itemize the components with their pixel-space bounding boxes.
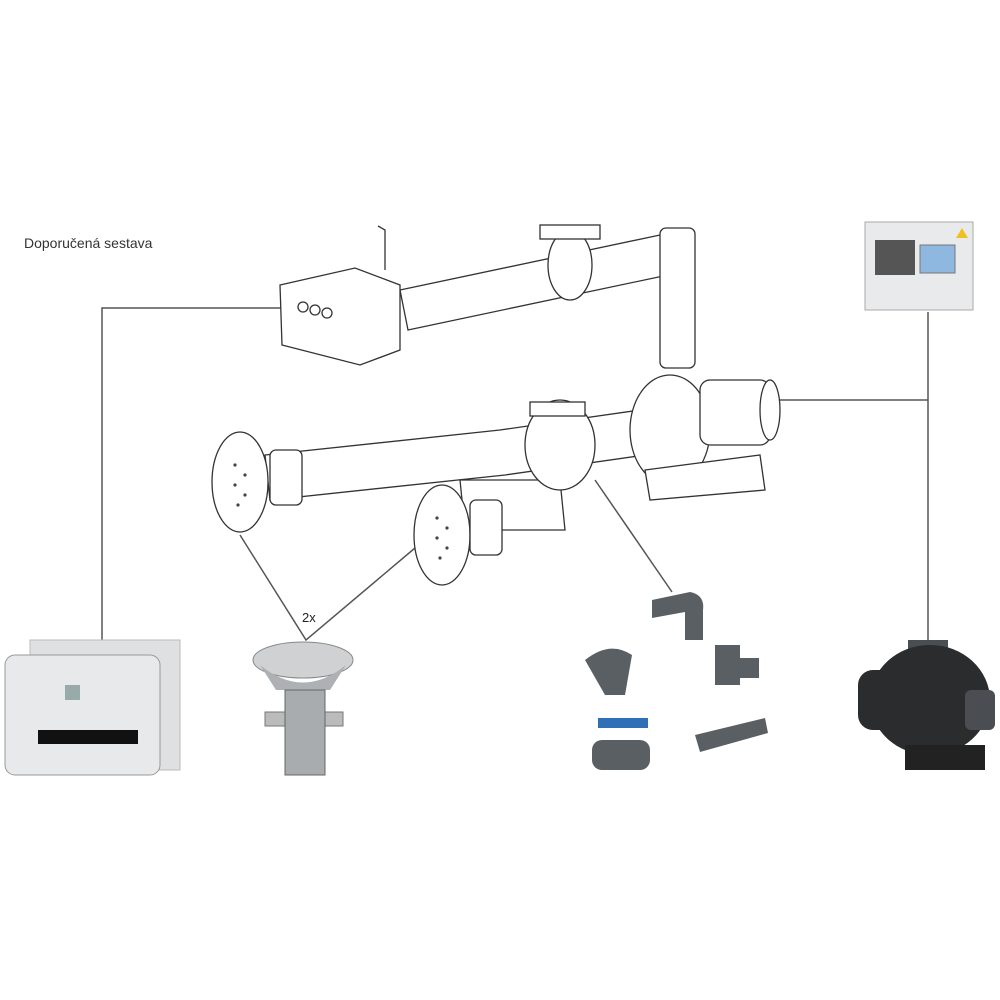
jet-nozzle-right-drawing: [413, 484, 471, 586]
connector-lines: [101, 307, 929, 645]
control-unit-drawing: [279, 267, 401, 366]
piping-line-art: [211, 224, 781, 586]
connector-fittings: [594, 479, 673, 593]
warning-icon: [956, 228, 968, 238]
upper-valve-handle: [539, 224, 601, 240]
pvc-pipe: [695, 718, 768, 752]
lower-valve-handle: [529, 401, 586, 417]
pump-base-drawing: [644, 454, 766, 501]
control-panel-unit: [4, 639, 181, 776]
connector-control-panel: [101, 307, 282, 645]
diagram-title: Doporučená sestava: [24, 235, 153, 251]
ball-valve-handle: [598, 718, 648, 728]
jet-count-label: 2x: [302, 610, 316, 625]
control-slot: [38, 730, 138, 744]
ball-valve: [592, 740, 650, 770]
jet-holes: [233, 463, 449, 560]
button-icon: [65, 685, 80, 700]
electrical-switch-box: [864, 221, 974, 311]
jet-nozzle-left-drawing: [211, 431, 269, 533]
vertical-pipe: [659, 227, 696, 369]
stainless-jet-nozzle: [252, 641, 354, 776]
elbow-90: [652, 592, 704, 640]
upper-valve: [547, 229, 593, 301]
upper-pipe: [399, 234, 669, 331]
lower-valve: [524, 399, 596, 491]
pvc-fittings: [585, 592, 768, 770]
connector-jets: [239, 534, 416, 642]
counterflow-pump: [858, 640, 995, 770]
elbow-45: [585, 648, 632, 695]
